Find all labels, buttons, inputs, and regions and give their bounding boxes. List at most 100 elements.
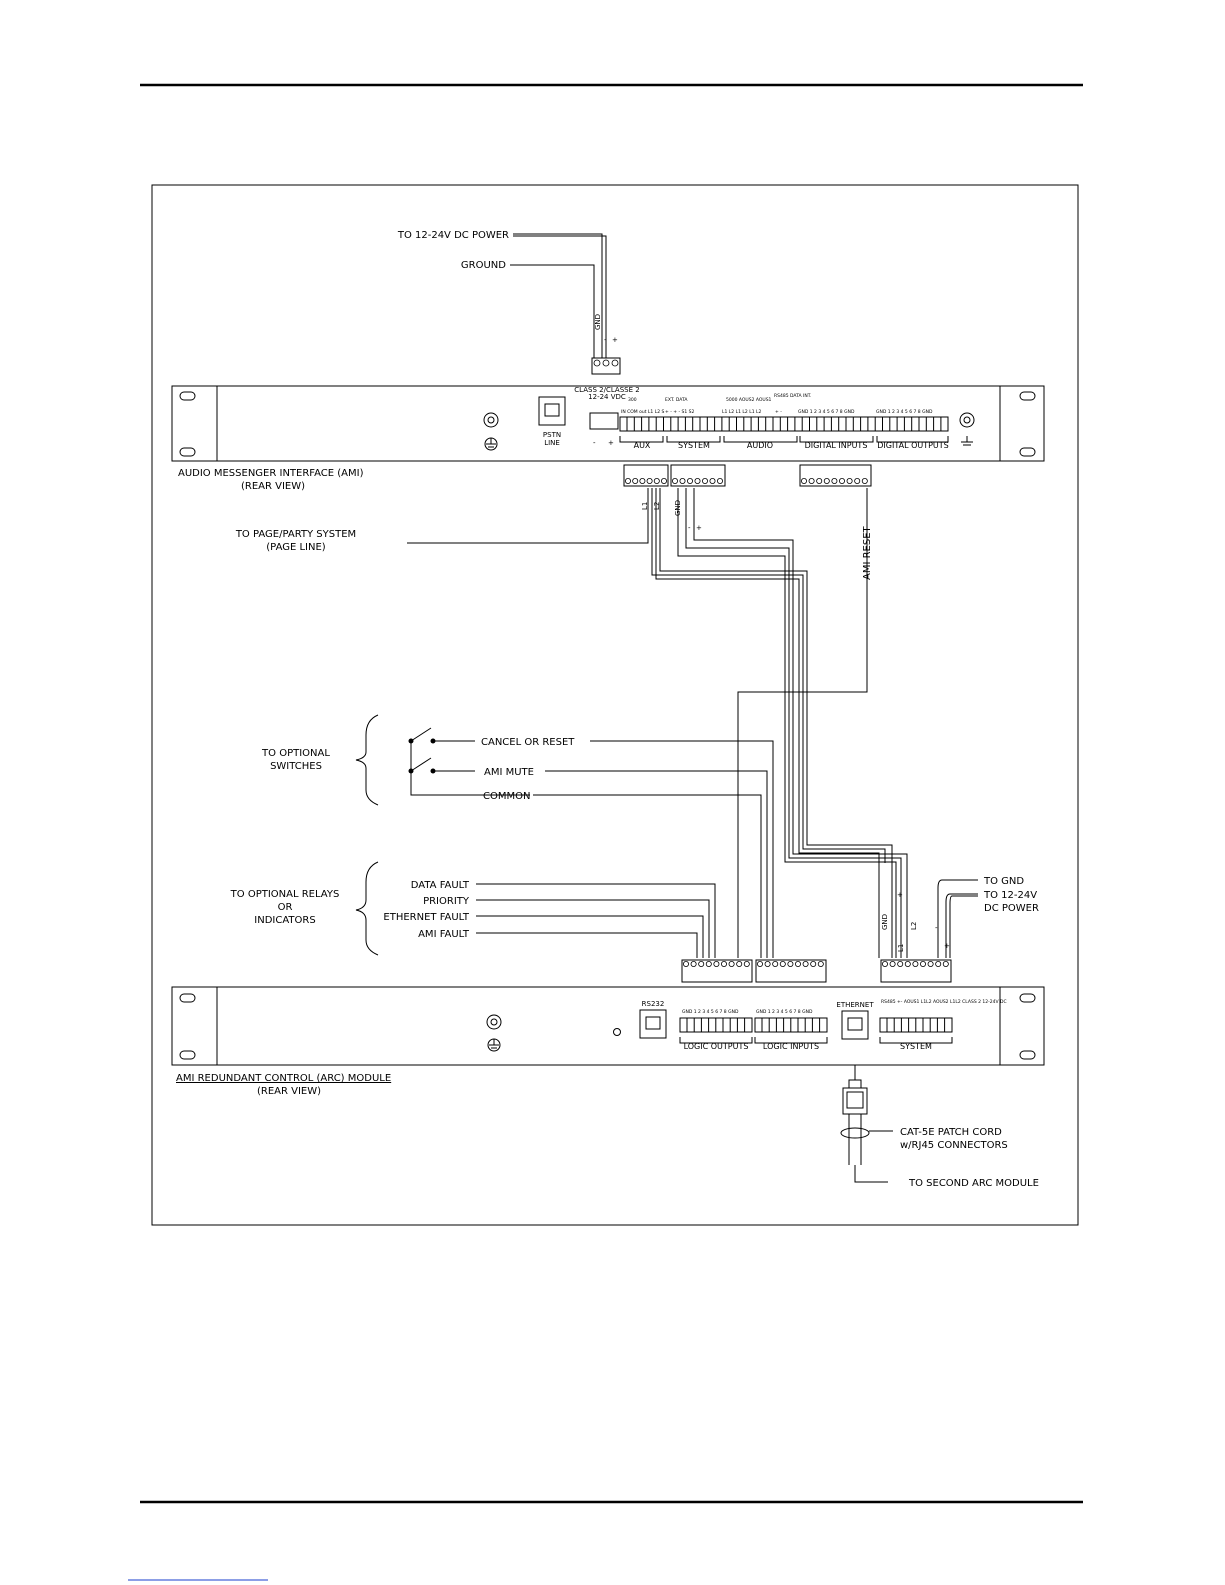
svg-text:LINE: LINE	[544, 439, 560, 447]
terminal-screw	[683, 961, 690, 968]
svg-text:-: -	[935, 924, 938, 932]
terminal-screw	[912, 961, 919, 968]
ethernet-jack	[841, 1010, 869, 1040]
rs232-jack	[639, 1009, 667, 1039]
terminal-screw	[920, 961, 927, 968]
svg-text:+: +	[944, 942, 950, 950]
svg-text:DC POWER: DC POWER	[984, 903, 1039, 914]
svg-text:RS232: RS232	[642, 1000, 665, 1008]
relays-wiring: TO OPTIONAL RELAYS OR INDICATORS DATA FA…	[230, 861, 716, 958]
switch-icon-cancel	[408, 727, 436, 744]
ground-label: GROUND	[461, 260, 506, 271]
terminal-screw	[904, 961, 911, 968]
svg-text:CAT-5E PATCH CORD: CAT-5E PATCH CORD	[900, 1127, 1002, 1138]
svg-text:ETHERNET: ETHERNET	[836, 1001, 874, 1009]
terminal-screw	[801, 477, 808, 484]
svg-text:TO 12-24V: TO 12-24V	[983, 890, 1037, 901]
terminal-screw	[717, 477, 724, 484]
ami-panel: PSTN LINE CLASS 2/CLASSE 2 12-24 VDC - +…	[171, 385, 1045, 462]
terminal-screw	[679, 477, 686, 484]
terminal-screw	[787, 961, 794, 968]
svg-text:GND 1 2 3 4 5 6 7 8 GND: GND 1 2 3 4 5 6 7 8 GND	[682, 1009, 739, 1015]
svg-text:RS485 +- AOUS1 L1L2 AOUS2 L1L2: RS485 +- AOUS1 L1L2 AOUS2 L1L2 CLASS 2 1…	[881, 999, 1007, 1005]
section-digital-inputs: DIGITAL INPUTS	[805, 441, 868, 450]
svg-text:GND: GND	[674, 500, 682, 516]
terminal-screw	[625, 477, 632, 484]
terminal-screw	[632, 477, 639, 484]
minus-wire-label: -	[604, 336, 607, 344]
svg-text:300: 300	[628, 397, 637, 403]
section-digital-outputs: DIGITAL OUTPUTS	[877, 441, 949, 450]
right-power-wiring: TO GND TO 12-24V DC POWER + - GND + L1 L…	[881, 876, 1039, 958]
terminal-screw	[846, 477, 853, 484]
svg-text:TO PAGE/PARTY SYSTEM: TO PAGE/PARTY SYSTEM	[235, 529, 356, 540]
terminal-screw	[743, 961, 750, 968]
terminal-screw	[694, 477, 701, 484]
terminal-screw	[764, 961, 771, 968]
svg-text:-: -	[688, 524, 691, 532]
arc-plugs	[681, 959, 952, 983]
terminal-screw	[823, 477, 830, 484]
terminal-screw	[702, 477, 709, 484]
ami-plugs	[623, 464, 872, 487]
svg-text:L2: L2	[653, 502, 661, 510]
svg-text:L1: L1	[897, 944, 905, 952]
terminal-screw	[772, 961, 779, 968]
terminal-screw	[690, 961, 697, 968]
svg-text:+: +	[897, 891, 903, 899]
terminal-screw	[672, 477, 679, 484]
ami-title: AUDIO MESSENGER INTERFACE (AMI)	[178, 468, 364, 479]
svg-text:TO OPTIONAL: TO OPTIONAL	[261, 748, 330, 759]
section-logic-outputs: LOGIC OUTPUTS	[684, 1042, 749, 1051]
terminal-screw	[705, 961, 712, 968]
top-power-wiring: TO 12-24V DC POWER GROUND GND - +	[397, 230, 621, 375]
arc-earth-ground-icon	[487, 1038, 501, 1052]
terminal-screw	[698, 961, 705, 968]
svg-text:AMI FAULT: AMI FAULT	[418, 929, 470, 940]
section-system: SYSTEM	[678, 441, 710, 450]
svg-text:12-24 VDC: 12-24 VDC	[588, 393, 626, 401]
svg-text:EXT. DATA: EXT. DATA	[665, 397, 688, 403]
figure-frame	[151, 184, 1079, 1226]
terminal-screw	[927, 961, 934, 968]
svg-text:GND 1 2 3 4 5 6 7 8 GND: GND 1 2 3 4 5 6 7 8 GND	[756, 1009, 813, 1015]
svg-text:L1 L2 L1 L2 L1 L2: L1 L2 L1 L2 L1 L2	[722, 409, 762, 415]
terminal-screw	[779, 961, 786, 968]
svg-text:GND: GND	[881, 914, 889, 930]
svg-text:GND 1 2 3 4 5 6 7 8 GND: GND 1 2 3 4 5 6 7 8 GND	[798, 409, 855, 415]
terminal-screw	[795, 961, 802, 968]
terminal-screw	[816, 477, 823, 484]
terminal-screw	[882, 961, 889, 968]
arc-system-strip	[879, 1017, 953, 1033]
arc-title: AMI REDUNDANT CONTROL (ARC) MODULE	[176, 1073, 391, 1084]
terminal-screw	[709, 477, 716, 484]
ami-rear-view: (REAR VIEW)	[241, 481, 305, 492]
svg-text:PSTN: PSTN	[543, 431, 561, 439]
earth-ground-icon	[484, 437, 498, 451]
ground-screw	[483, 412, 499, 428]
terminal-screw	[661, 477, 668, 484]
gnd-wire-label: GND	[594, 314, 602, 330]
terminal-screw	[839, 477, 846, 484]
terminal-screw	[713, 961, 720, 968]
svg-text:CANCEL OR RESET: CANCEL OR RESET	[481, 737, 575, 748]
svg-text:L2: L2	[910, 922, 918, 930]
svg-text:-: -	[593, 439, 596, 447]
terminal-screw	[861, 477, 868, 484]
section-audio: AUDIO	[747, 441, 773, 450]
plus-wire-label: +	[612, 336, 618, 344]
terminal-screw	[897, 961, 904, 968]
terminal-screw	[854, 477, 861, 484]
terminal-screw	[728, 961, 735, 968]
svg-text:OR: OR	[278, 902, 293, 913]
terminal-screw	[653, 477, 660, 484]
svg-text:IN COM out L1 L2 S: IN COM out L1 L2 S	[621, 409, 665, 415]
terminal-screw	[817, 961, 824, 968]
section-logic-inputs: LOGIC INPUTS	[763, 1042, 819, 1051]
switch-icon-mute	[408, 757, 436, 774]
svg-text:SWITCHES: SWITCHES	[270, 761, 322, 772]
terminal-screw	[802, 961, 809, 968]
svg-text:DATA FAULT: DATA FAULT	[411, 880, 470, 891]
earth-ground-icon-right	[961, 436, 973, 446]
terminal-screw	[889, 961, 896, 968]
